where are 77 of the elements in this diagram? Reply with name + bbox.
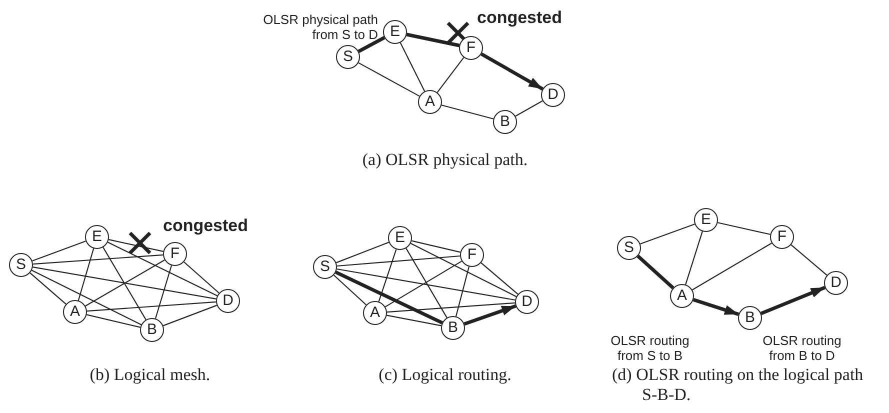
node-circle: E xyxy=(85,225,109,249)
connector-line xyxy=(790,244,828,276)
node-circle: S xyxy=(336,45,360,69)
connector-line xyxy=(32,254,164,265)
connector-line xyxy=(163,304,217,326)
thick-line xyxy=(406,32,460,48)
arrow xyxy=(480,52,544,91)
connector-line xyxy=(336,268,516,301)
connector-line xyxy=(410,242,517,298)
connector-line xyxy=(31,270,142,326)
thick-line xyxy=(636,254,674,290)
connector-line xyxy=(685,231,703,285)
node-circle: S xyxy=(313,255,337,279)
connector-line xyxy=(86,301,216,312)
connector-line xyxy=(406,248,448,318)
connector-line xyxy=(640,224,695,244)
node-circle: D xyxy=(216,289,240,313)
connector-line xyxy=(85,260,165,306)
connector-line xyxy=(455,266,470,317)
node-circle: F xyxy=(459,36,483,60)
node-circle: D xyxy=(824,271,848,295)
connector-line xyxy=(386,302,516,313)
node-circle: E xyxy=(388,226,412,250)
connector-line xyxy=(78,248,94,301)
node-circle: D xyxy=(541,83,565,107)
node-circle: B xyxy=(140,318,164,342)
connector-line xyxy=(480,262,518,295)
connector-line xyxy=(515,100,543,117)
node-circle: A xyxy=(418,90,442,114)
connector-line xyxy=(336,242,389,264)
node-circle: B xyxy=(738,306,762,330)
connector-line xyxy=(333,274,367,306)
node-circle: F xyxy=(770,225,794,249)
node-circle: A xyxy=(670,284,694,308)
connector-line xyxy=(692,242,772,290)
connector-line xyxy=(412,240,460,253)
node-circle: S xyxy=(617,236,641,260)
connector-line xyxy=(436,57,464,93)
figure-caption: (a) OLSR physical path. xyxy=(361,150,529,170)
node-circle: F xyxy=(163,242,187,266)
connector-line xyxy=(385,260,462,308)
node-circle: A xyxy=(63,300,87,324)
arrow xyxy=(692,298,740,316)
connector-line xyxy=(86,314,140,328)
node-circle: A xyxy=(363,301,387,325)
connector-line xyxy=(108,239,164,252)
annotation-text: OLSR routing from S to B xyxy=(610,333,690,363)
connector-line xyxy=(184,262,220,294)
connector-line xyxy=(336,255,460,267)
connector-line xyxy=(441,104,494,120)
node-circle: S xyxy=(9,253,33,277)
thick-line xyxy=(358,36,386,53)
connector-line xyxy=(358,62,420,97)
connector-line xyxy=(30,272,66,305)
connector-line xyxy=(102,247,146,320)
connector-line xyxy=(386,314,442,326)
figure-caption: (c) Logical routing. xyxy=(378,365,512,385)
connector-line xyxy=(400,42,426,92)
node-circle: B xyxy=(441,316,465,340)
figure-caption: (b) Logical mesh. xyxy=(88,365,212,385)
connector-line xyxy=(32,240,86,262)
connector-line xyxy=(378,249,397,302)
connector-line xyxy=(32,266,216,300)
node-circle: F xyxy=(460,243,484,267)
thick-line xyxy=(335,270,443,324)
connector-line xyxy=(154,265,172,319)
node-circle: D xyxy=(515,290,539,314)
annotation-text: OLSR physical path from S to D xyxy=(262,12,378,42)
arrow xyxy=(464,304,516,326)
connector-line xyxy=(718,222,770,235)
annotation-text: OLSR routing from B to D xyxy=(762,333,842,363)
figure-caption: (d) OLSR routing on the logical path S-B-D. xyxy=(612,365,864,405)
node-circle: E xyxy=(694,208,718,232)
arrow xyxy=(760,286,826,316)
connector-line xyxy=(108,242,218,296)
node-circle: E xyxy=(383,20,407,44)
node-circle: B xyxy=(493,110,517,134)
